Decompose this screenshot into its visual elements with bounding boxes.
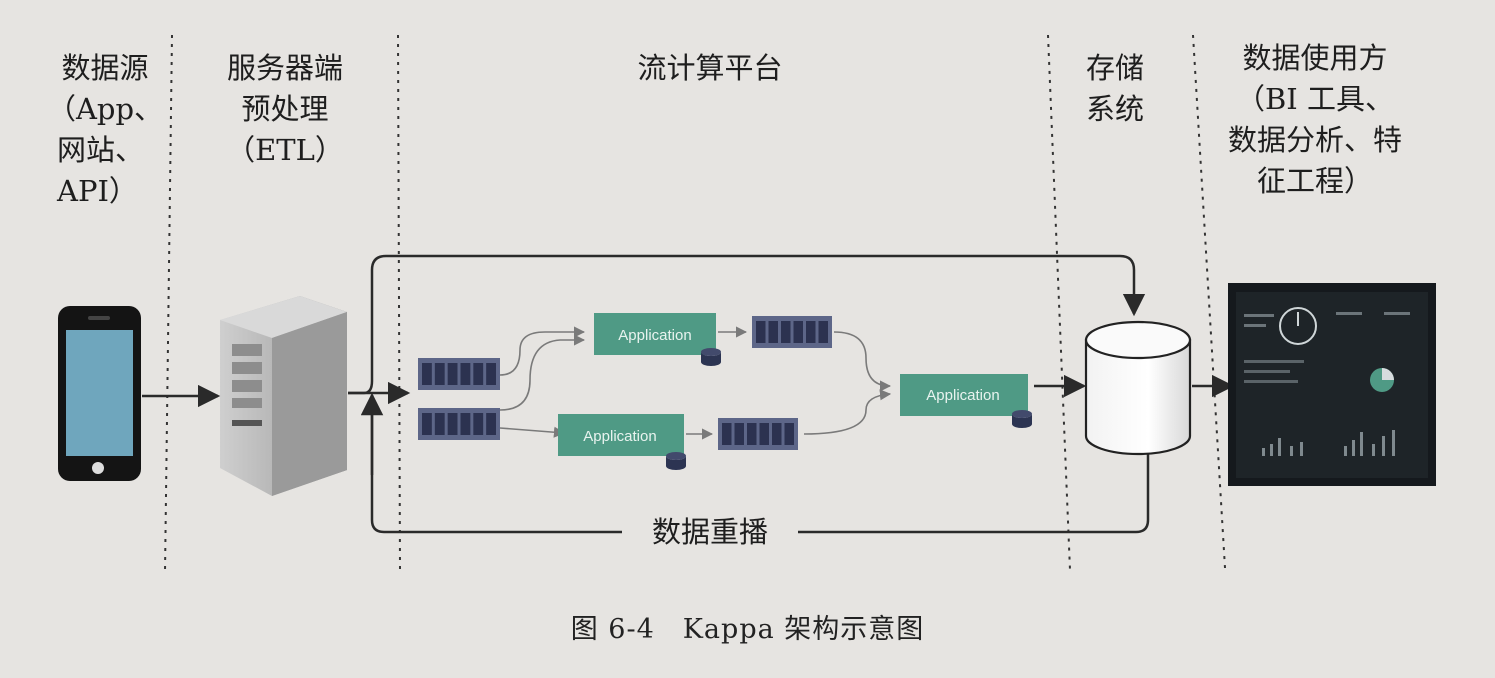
divider-1 bbox=[164, 34, 173, 573]
divider-3 bbox=[1047, 34, 1071, 571]
header-line: 系统 bbox=[1085, 92, 1144, 126]
message-queue-3 bbox=[752, 316, 832, 348]
server-icon bbox=[220, 296, 347, 496]
header-line: （App、 bbox=[46, 92, 164, 126]
dashboard-icon bbox=[1228, 283, 1436, 486]
header-line: 存储 bbox=[1085, 51, 1144, 85]
replay-line-right bbox=[798, 450, 1150, 534]
header-stream-platform: 流计算平台 bbox=[600, 48, 820, 89]
application-label: Application bbox=[583, 428, 656, 445]
header-line: （BI 工具、 bbox=[1236, 82, 1394, 116]
smartphone-icon bbox=[58, 306, 141, 481]
header-line: 服务器端 bbox=[226, 51, 343, 85]
message-queues bbox=[418, 316, 832, 450]
message-queue-4 bbox=[718, 418, 798, 450]
q4-to-app3 bbox=[803, 389, 892, 435]
header-line: 数据源 bbox=[61, 51, 149, 85]
header-line: 网站、 bbox=[57, 133, 145, 167]
application-node-1: Application bbox=[594, 313, 721, 366]
q2-to-app1 bbox=[499, 334, 586, 411]
q1-to-app1 bbox=[499, 326, 586, 376]
header-data-consumer: 数据使用方 （BI 工具、 数据分析、特 征工程） bbox=[1190, 38, 1440, 202]
storage-database-icon bbox=[1084, 320, 1192, 456]
q2-to-app2 bbox=[499, 426, 566, 438]
header-line: 数据使用方 bbox=[1242, 41, 1388, 75]
application-label: Application bbox=[926, 387, 999, 404]
server-to-storage-bypass-arrow bbox=[348, 254, 1146, 395]
q3-to-app3 bbox=[833, 331, 892, 392]
header-line: 预处理 bbox=[241, 92, 329, 126]
header-line: （ETL） bbox=[226, 133, 344, 167]
replay-line-left bbox=[370, 400, 622, 534]
flow-lines bbox=[142, 254, 1235, 534]
header-storage: 存储 系统 bbox=[1065, 48, 1165, 130]
stream-internal-lines bbox=[499, 326, 892, 440]
message-queue-2 bbox=[418, 408, 500, 440]
header-server-etl: 服务器端 预处理 （ETL） bbox=[200, 48, 370, 171]
message-queue-1 bbox=[418, 358, 500, 390]
application-node-2: Application bbox=[558, 414, 686, 470]
application-label: Application bbox=[618, 327, 691, 344]
header-line: 征工程） bbox=[1256, 164, 1373, 198]
figure-caption: 图 6-4 Kappa 架构示意图 bbox=[570, 614, 925, 645]
header-data-source: 数据源 （App、 网站、 API） bbox=[45, 48, 165, 212]
header-line: 流计算平台 bbox=[637, 51, 783, 85]
data-replay-label: 数据重播 bbox=[652, 515, 768, 549]
column-dividers bbox=[164, 34, 1226, 573]
divider-2 bbox=[397, 34, 401, 571]
header-line: 数据分析、特 bbox=[1227, 123, 1402, 157]
application-node-3: Application bbox=[900, 374, 1032, 428]
divider-4 bbox=[1192, 34, 1226, 569]
header-line: API） bbox=[57, 174, 138, 208]
